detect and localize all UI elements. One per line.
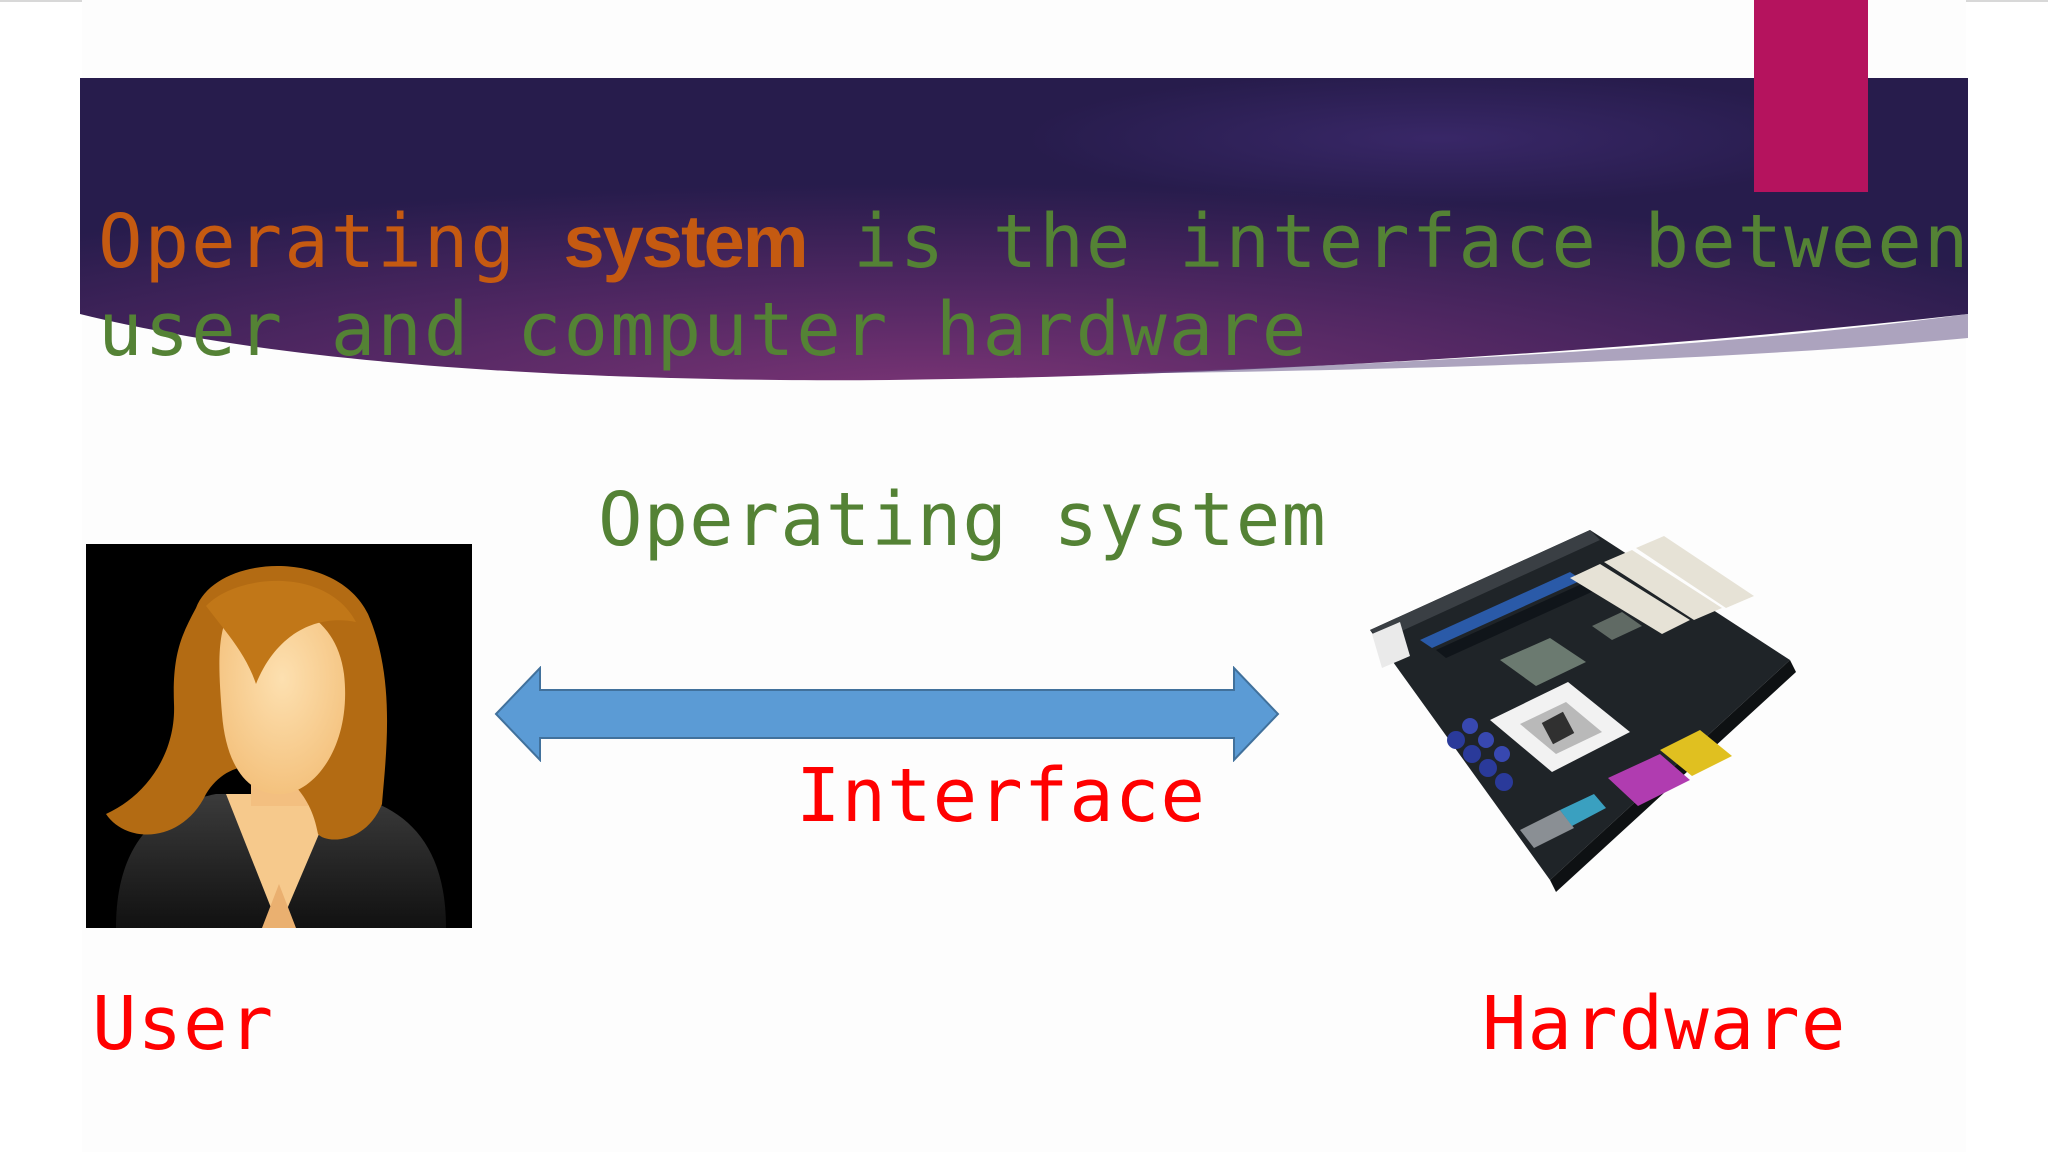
motherboard-image <box>1370 530 1796 892</box>
operating-system-label: Operating system <box>598 477 1327 563</box>
user-avatar-icon <box>86 544 472 928</box>
slide-title: Operating system is the interface betwee… <box>98 198 2038 374</box>
double-arrow-icon <box>494 666 1280 762</box>
title-part-rest: is the interface between user and comput… <box>98 199 2017 373</box>
interface-label: Interface <box>796 753 1206 839</box>
title-part-system: system <box>563 200 809 283</box>
accent-tab <box>1754 0 1868 192</box>
title-part-operating: Operating <box>98 199 564 285</box>
user-label: User <box>92 981 275 1067</box>
hardware-label: Hardware <box>1482 981 1847 1067</box>
title-banner <box>80 78 1968 381</box>
